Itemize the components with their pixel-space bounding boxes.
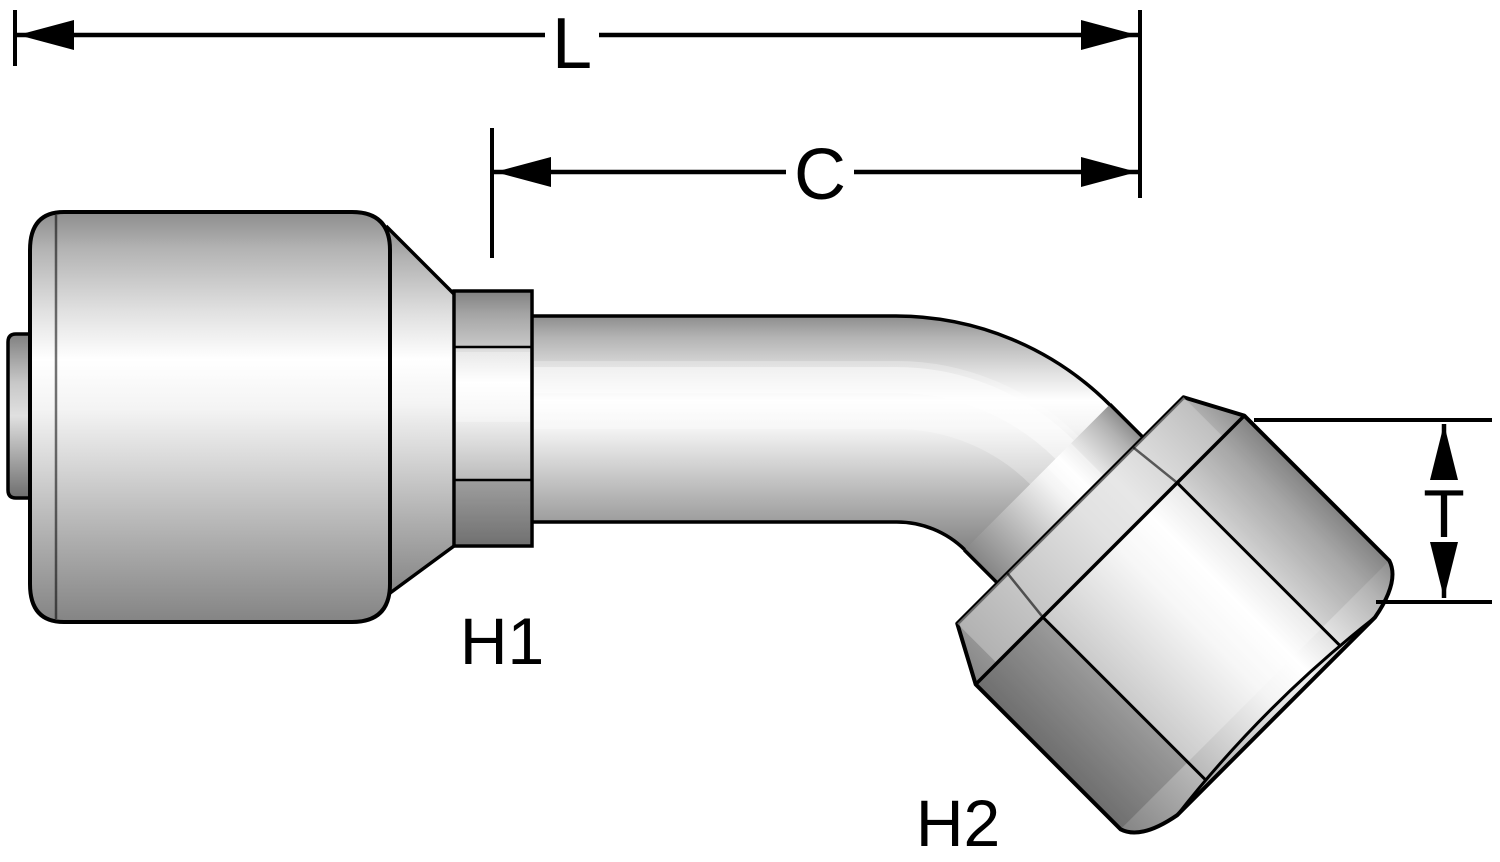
nut-mid-face-highlight [1042, 482, 1323, 763]
taper-cone [386, 226, 454, 596]
l-arrow-right [1081, 20, 1137, 50]
swivel-nut-h2 [955, 395, 1395, 835]
t-arrow-down [1430, 542, 1458, 598]
fitting-illustration [6, 210, 1395, 835]
tube-body [532, 316, 1110, 550]
c-arrow-right [1081, 157, 1137, 187]
nut-chamfer-arc [1175, 615, 1377, 817]
nut-top-face-shade [1177, 415, 1390, 628]
hex-label-h2: H2 [916, 786, 1000, 860]
hex-collar-bottom-shade [456, 480, 530, 544]
dimension-c: C [490, 128, 1140, 258]
tube-highlight-bright [534, 367, 1114, 499]
dimension-label-c: C [794, 135, 846, 215]
t-arrow-up [1430, 424, 1458, 480]
nut-end-face-edge [974, 414, 1246, 686]
hex-collar-top-shade [456, 293, 530, 347]
tube-highlight-soft [534, 360, 1120, 526]
dimension-t: T [1254, 418, 1492, 604]
c-arrow-left [495, 157, 551, 187]
hex-collar-facet-lines [454, 345, 532, 482]
tube [532, 314, 1120, 552]
hex-collar-mid-highlight [456, 352, 530, 422]
nut-bottom-face-shade [975, 617, 1188, 830]
dimension-l: L [13, 4, 1142, 198]
nut-facet-lines [1041, 481, 1341, 781]
hex-collar-h1 [452, 289, 534, 548]
dimension-label-t: T [1423, 476, 1465, 552]
tube-outer-edge [532, 314, 1112, 407]
ferrule-shell [28, 210, 392, 624]
nut-end-face-band [957, 397, 1224, 664]
l-arrow-left [18, 20, 74, 50]
hose-stub [6, 332, 32, 500]
dimension-label-l: L [552, 4, 592, 84]
hex-label-h1: H1 [460, 604, 544, 678]
nut-end-band-marks [1006, 446, 1178, 618]
tube-inner-edge [532, 520, 967, 552]
taper-cone-edges [384, 224, 456, 598]
ferrule-body [28, 210, 392, 624]
hex-collar-body [452, 289, 534, 548]
